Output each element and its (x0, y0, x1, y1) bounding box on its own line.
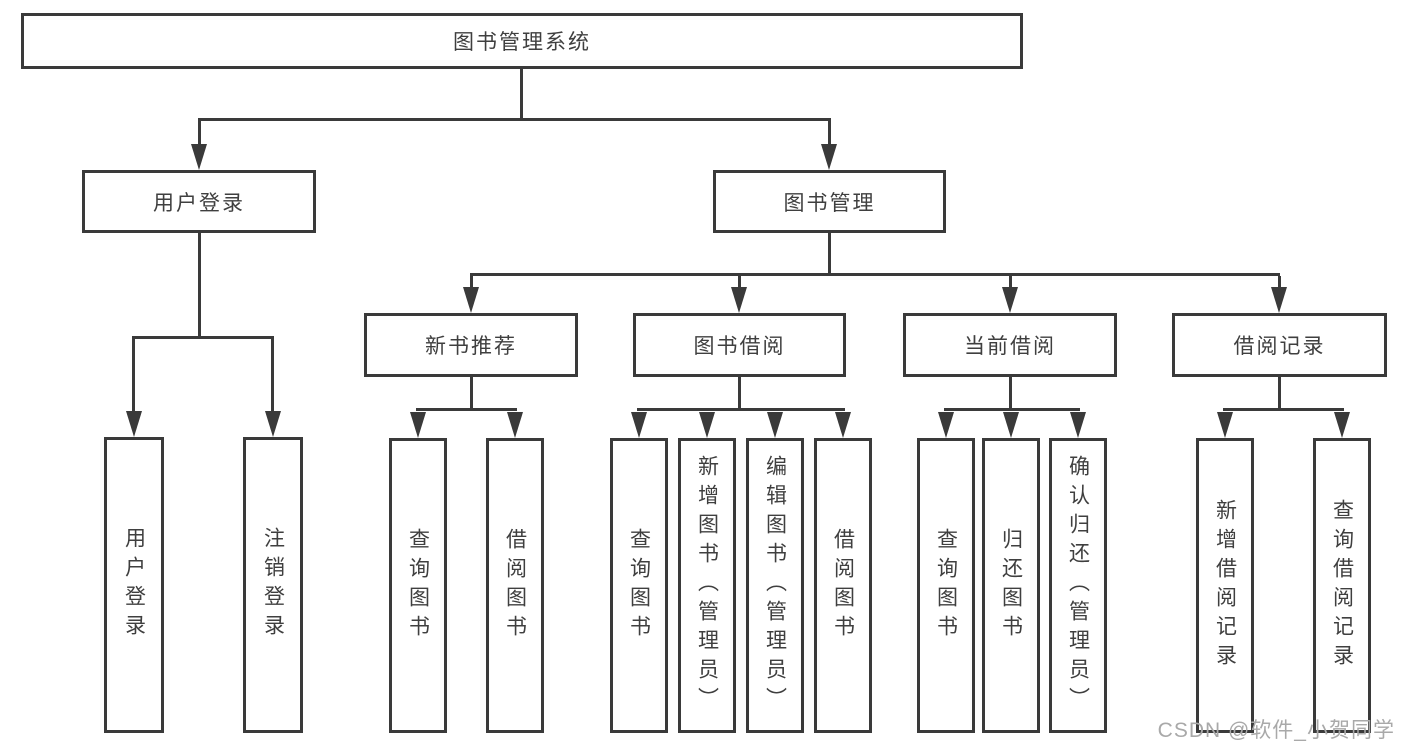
leaf-newbook-borrow-books-label: 借阅图书 (503, 527, 527, 644)
node-user-login-label: 用户登录 (153, 191, 245, 215)
leaf-borrow-edit-books-admin-label: 编辑图书（管理员） (763, 455, 787, 716)
arrow-to-leaf-bb-edit (767, 412, 783, 438)
arrow-to-leaf-user-login (126, 411, 142, 437)
connector-book-mgmt-stem (828, 233, 831, 273)
leaf-current-return-books-label: 归还图书 (999, 527, 1023, 644)
node-user-login: 用户登录 (82, 170, 316, 233)
node-new-book-recommend: 新书推荐 (364, 313, 578, 377)
leaf-borrow-add-books-admin: 新增图书（管理员） (678, 438, 736, 733)
arrow-to-book-borrow (731, 287, 747, 313)
leaf-newbook-query-books-label: 查询图书 (406, 527, 430, 644)
arrow-to-user-login (191, 144, 207, 170)
node-root: 图书管理系统 (21, 13, 1023, 69)
leaf-borrow-borrow-books: 借阅图书 (814, 438, 872, 733)
node-new-book-recommend-label: 新书推荐 (425, 335, 517, 358)
connector-book-borrow-drop (738, 276, 741, 292)
leaf-records-query-record-label: 查询借阅记录 (1330, 498, 1354, 673)
leaf-borrow-borrow-books-label: 借阅图书 (831, 527, 855, 644)
connector-current-borrow-stem (1009, 377, 1012, 408)
connector-book-mgmt-drop (828, 118, 831, 150)
arrow-to-borrow-records (1271, 287, 1287, 313)
leaf-borrow-query-books: 查询图书 (610, 438, 668, 733)
leaf-newbook-query-books: 查询图书 (389, 438, 447, 733)
arrow-to-new-book-recommend (463, 287, 479, 313)
connector-user-login-stem (198, 233, 201, 336)
connector-borrow-records-rail (1223, 408, 1344, 411)
arrow-to-leaf-nb-borrow (507, 412, 523, 438)
leaf-borrow-query-books-label: 查询图书 (627, 527, 651, 644)
leaf-newbook-borrow-books: 借阅图书 (486, 438, 544, 733)
leaf-borrow-edit-books-admin: 编辑图书（管理员） (746, 438, 804, 733)
leaf-user-login: 用户登录 (104, 437, 164, 733)
arrow-to-leaf-br-add (1217, 412, 1233, 438)
arrow-to-leaf-nb-query (410, 412, 426, 438)
arrow-to-leaf-br-query (1334, 412, 1350, 438)
arrow-to-book-management (821, 144, 837, 170)
leaf-records-add-record-label: 新增借阅记录 (1213, 498, 1237, 673)
node-root-label: 图书管理系统 (453, 31, 591, 54)
connector-user-login-rail (132, 336, 274, 339)
node-book-management-label: 图书管理 (783, 191, 876, 215)
node-current-borrow: 当前借阅 (903, 313, 1117, 377)
connector-book-borrow-rail (637, 408, 845, 411)
leaf-current-return-books: 归还图书 (982, 438, 1040, 733)
connector-borrow-records-drop (1278, 276, 1281, 292)
connector-new-book-rail (416, 408, 517, 411)
connector-current-borrow-rail (944, 408, 1080, 411)
node-book-management: 图书管理 (713, 170, 946, 233)
leaf-current-query-books: 查询图书 (917, 438, 975, 733)
node-borrow-records-label: 借阅记录 (1233, 335, 1326, 358)
connector-new-book-stem (470, 376, 473, 408)
connector-leaf-user-login-drop (132, 336, 135, 415)
leaf-records-query-record: 查询借阅记录 (1313, 438, 1371, 733)
node-book-borrow: 图书借阅 (633, 313, 846, 377)
connector-root-stem (520, 69, 523, 118)
connector-book-borrow-stem (738, 377, 741, 408)
leaf-records-add-record: 新增借阅记录 (1196, 438, 1254, 733)
arrow-to-leaf-cb-query (938, 412, 954, 438)
connector-new-book-drop (470, 276, 473, 292)
leaf-logout-label: 注销登录 (261, 527, 285, 643)
leaf-borrow-add-books-admin-label: 新增图书（管理员） (695, 455, 719, 716)
arrow-to-leaf-cb-confirm (1070, 412, 1086, 438)
arrow-to-leaf-bb-query (631, 412, 647, 438)
connector-level2-rail (198, 118, 830, 121)
connector-leaf-logout-drop (271, 336, 274, 415)
connector-user-login-drop (198, 118, 201, 150)
leaf-current-confirm-return-admin: 确认归还（管理员） (1049, 438, 1107, 733)
connector-current-borrow-drop (1009, 276, 1012, 292)
connector-borrow-records-stem (1278, 377, 1281, 408)
leaf-user-login-label: 用户登录 (122, 527, 146, 643)
node-book-borrow-label: 图书借阅 (693, 335, 786, 358)
leaf-current-query-books-label: 查询图书 (934, 527, 958, 644)
leaf-logout: 注销登录 (243, 437, 303, 733)
arrow-to-leaf-bb-borrow (835, 412, 851, 438)
node-borrow-records: 借阅记录 (1172, 313, 1387, 377)
arrow-to-leaf-logout (265, 411, 281, 437)
arrow-to-current-borrow (1002, 287, 1018, 313)
connector-level3-rail (470, 273, 1280, 276)
arrow-to-leaf-bb-add (699, 412, 715, 438)
arrow-to-leaf-cb-return (1003, 412, 1019, 438)
leaf-current-confirm-return-admin-label: 确认归还（管理员） (1066, 455, 1090, 716)
node-current-borrow-label: 当前借阅 (964, 335, 1056, 358)
watermark: CSDN @软件_小贺同学 (1157, 719, 1395, 742)
